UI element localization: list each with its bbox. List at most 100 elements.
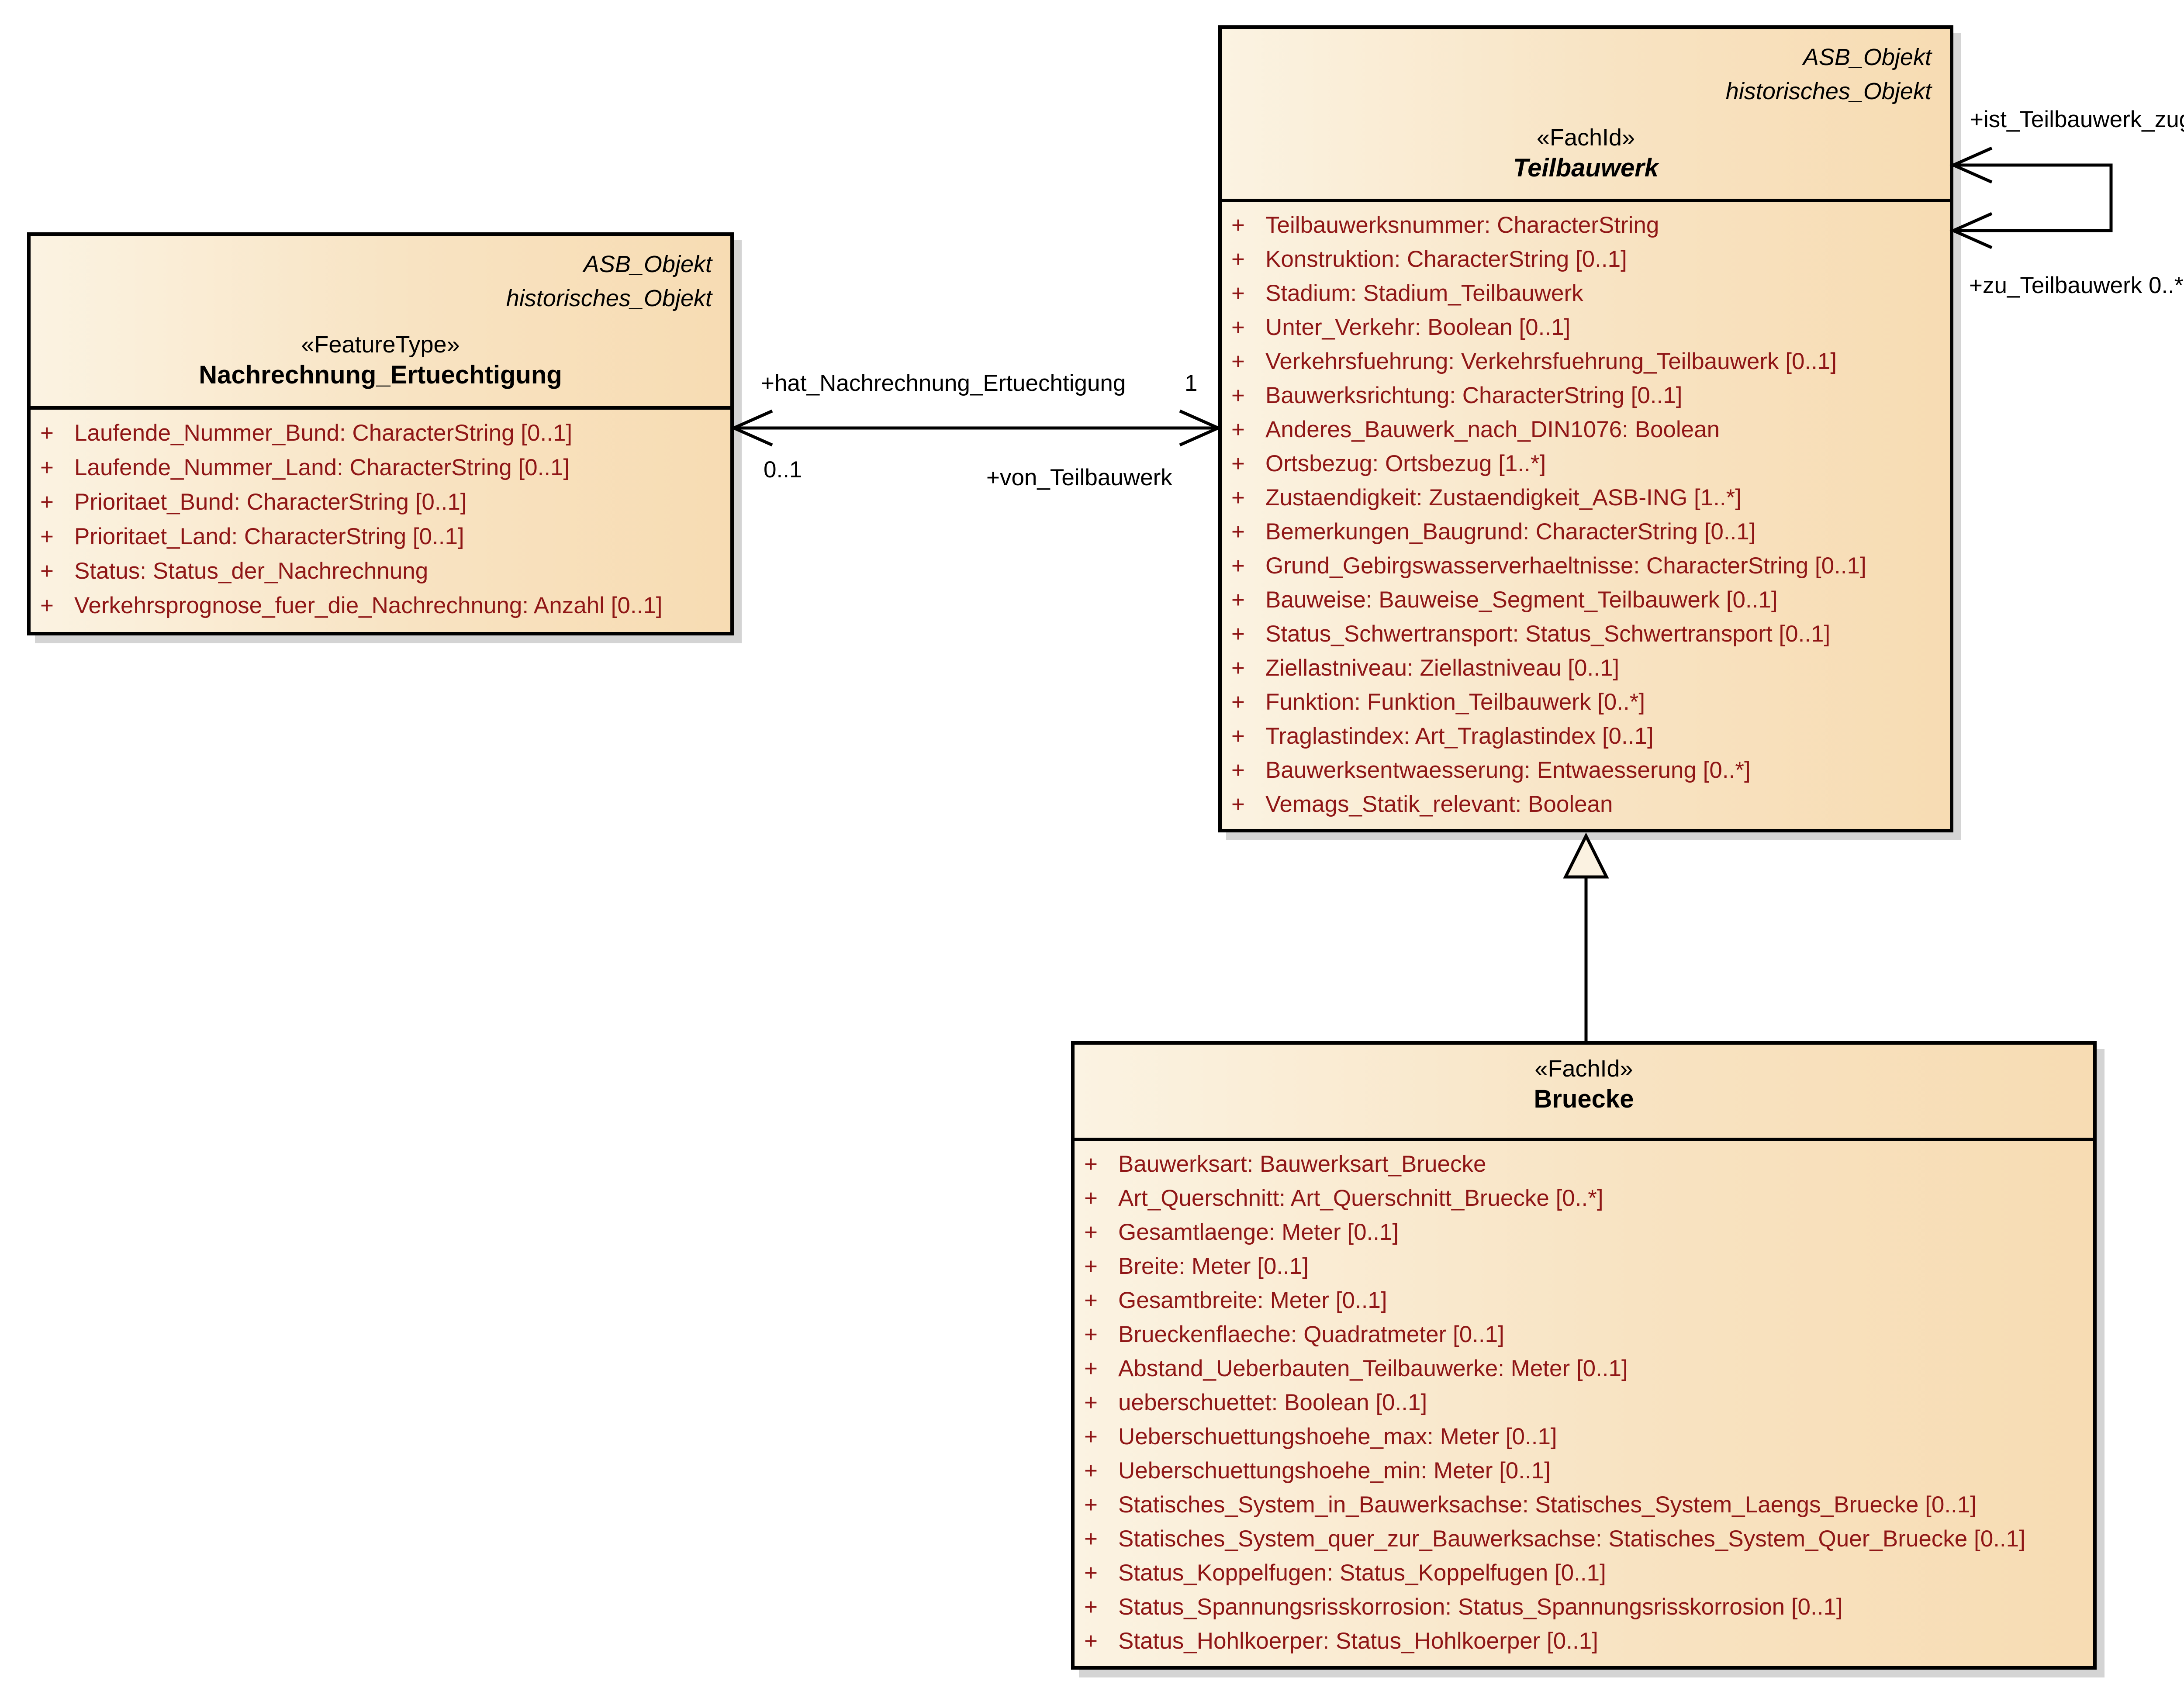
attribute-text: Bauwerksrichtung: CharacterString [0..1] — [1265, 383, 1683, 408]
tagged-value: ASB_Objekt — [583, 251, 712, 277]
stereotype-label: «FachId» — [1536, 124, 1635, 151]
attribute-text: Status: Status_der_Nachrechnung — [74, 558, 429, 584]
open-arrowhead-left — [734, 411, 772, 445]
attribute-text: Status_Schwertransport: Status_Schwertra… — [1265, 621, 1831, 647]
open-arrowhead-top — [1953, 148, 1992, 182]
attribute-text: Ziellastniveau: Ziellastniveau [0..1] — [1265, 655, 1620, 681]
attribute-text: Statisches_System_quer_zur_Bauwerksachse… — [1118, 1526, 2025, 1552]
visibility-marker: + — [1084, 1390, 1098, 1415]
visibility-marker: + — [1084, 1185, 1098, 1211]
attribute-row: + Ziellastniveau: Ziellastniveau [0..1] — [1222, 651, 1950, 685]
attribute-row: + Statisches_System_in_Bauwerksachse: St… — [1075, 1488, 2093, 1522]
visibility-marker: + — [1231, 314, 1245, 340]
attribute-text: Status_Hohlkoerper: Status_Hohlkoerper [… — [1118, 1628, 1598, 1654]
visibility-marker: + — [40, 455, 54, 480]
attribute-text: Zustaendigkeit: Zustaendigkeit_ASB-ING [… — [1265, 485, 1742, 511]
visibility-marker: + — [1084, 1287, 1098, 1313]
class-header: «FachId» Bruecke — [1075, 1045, 2093, 1138]
assoc-target-multiplicity-label: 1 — [1185, 370, 1198, 396]
attribute-row: + Funktion: Funktion_Teilbauwerk [0..*] — [1222, 685, 1950, 719]
tagged-value: historisches_Objekt — [506, 285, 712, 311]
visibility-marker: + — [1231, 757, 1245, 783]
attribute-text: Prioritaet_Land: CharacterString [0..1] — [74, 524, 464, 549]
visibility-marker: + — [1084, 1526, 1098, 1552]
attribute-text: Breite: Meter [0..1] — [1118, 1253, 1309, 1279]
attribute-text: Laufende_Nummer_Bund: CharacterString [0… — [74, 420, 573, 446]
assoc-source-multiplicity-label: 0..1 — [764, 457, 802, 483]
visibility-marker: + — [1231, 587, 1245, 613]
stereotype-label: «FachId» — [1534, 1056, 1633, 1082]
tagged-value: ASB_Objekt — [1803, 44, 1932, 70]
attribute-row: + Bemerkungen_Baugrund: CharacterString … — [1222, 515, 1950, 549]
attribute-text: Funktion: Funktion_Teilbauwerk [0..*] — [1265, 689, 1645, 715]
visibility-marker: + — [1231, 417, 1245, 442]
attribute-row: + Status_Koppelfugen: Status_Koppelfugen… — [1075, 1556, 2093, 1590]
stereotype-label: «FeatureType» — [301, 331, 460, 358]
attribute-text: Gesamtbreite: Meter [0..1] — [1118, 1287, 1387, 1313]
attribute-text: Ueberschuettungshoehe_max: Meter [0..1] — [1118, 1424, 1557, 1450]
attribute-row: + ueberschuettet: Boolean [0..1] — [1075, 1386, 2093, 1420]
visibility-marker: + — [1231, 246, 1245, 272]
attribute-row: + Status: Status_der_Nachrechnung — [31, 554, 730, 588]
attribute-row: + Art_Querschnitt: Art_Querschnitt_Bruec… — [1075, 1181, 2093, 1215]
attribute-compartment: + Bauwerksart: Bauwerksart_Bruecke + Art… — [1075, 1138, 2093, 1658]
attribute-text: Traglastindex: Art_Traglastindex [0..1] — [1265, 723, 1654, 749]
visibility-marker: + — [1084, 1424, 1098, 1450]
visibility-marker: + — [1231, 280, 1245, 306]
attribute-row: + Grund_Gebirgswasserverhaeltnisse: Char… — [1222, 549, 1950, 583]
attribute-text: Verkehrsprognose_fuer_die_Nachrechnung: … — [74, 593, 663, 618]
visibility-marker: + — [1084, 1492, 1098, 1518]
attribute-text: Konstruktion: CharacterString [0..1] — [1265, 246, 1627, 272]
association-nachrechnung-teilbauwerk — [734, 411, 1218, 445]
class-name: Bruecke — [1534, 1085, 1634, 1113]
attribute-text: Bauwerksart: Bauwerksart_Bruecke — [1118, 1151, 1486, 1177]
attribute-row: + Bauwerksrichtung: CharacterString [0..… — [1222, 379, 1950, 413]
open-arrowhead-bottom — [1953, 214, 1992, 248]
class-header: ASB_Objekt historisches_Objekt «FachId» … — [1222, 29, 1950, 199]
visibility-marker: + — [1084, 1253, 1098, 1279]
visibility-marker: + — [1231, 621, 1245, 647]
attribute-row: + Prioritaet_Land: CharacterString [0..1… — [31, 519, 730, 554]
visibility-marker: + — [1231, 689, 1245, 715]
attribute-row: + Ueberschuettungshoehe_max: Meter [0..1… — [1075, 1420, 2093, 1454]
visibility-marker: + — [1231, 212, 1245, 238]
attribute-row: + Laufende_Nummer_Bund: CharacterString … — [31, 416, 730, 450]
attribute-row: + Status_Hohlkoerper: Status_Hohlkoerper… — [1075, 1624, 2093, 1658]
attribute-text: ueberschuettet: Boolean [0..1] — [1118, 1390, 1427, 1415]
attribute-text: Status_Spannungsrisskorrosion: Status_Sp… — [1118, 1594, 1843, 1620]
visibility-marker: + — [1084, 1594, 1098, 1620]
attribute-row: + Verkehrsfuehrung: Verkehrsfuehrung_Tei… — [1222, 345, 1950, 379]
attribute-row: + Vemags_Statik_relevant: Boolean — [1222, 787, 1950, 821]
visibility-marker: + — [40, 420, 54, 446]
attribute-text: Art_Querschnitt: Art_Querschnitt_Bruecke… — [1118, 1185, 1603, 1211]
class-nachrechnung-ertuechtigung[interactable]: ASB_Objekt historisches_Objekt «FeatureT… — [27, 232, 734, 635]
attribute-row: + Gesamtlaenge: Meter [0..1] — [1075, 1215, 2093, 1249]
self-assoc-source-role-label: +zu_Teilbauwerk 0..* — [1969, 273, 2184, 298]
attribute-text: Ortsbezug: Ortsbezug [1..*] — [1265, 451, 1546, 476]
attribute-compartment: + Laufende_Nummer_Bund: CharacterString … — [31, 406, 730, 623]
class-name: Nachrechnung_Ertuechtigung — [199, 361, 562, 389]
attribute-row: + Brueckenflaeche: Quadratmeter [0..1] — [1075, 1318, 2093, 1352]
attribute-text: Unter_Verkehr: Boolean [0..1] — [1265, 314, 1571, 340]
class-name: Teilbauwerk — [1513, 154, 1659, 182]
visibility-marker: + — [1084, 1219, 1098, 1245]
self-association-teilbauwerk — [1953, 148, 2111, 248]
visibility-marker: + — [1231, 791, 1245, 817]
visibility-marker: + — [40, 489, 54, 515]
assoc-source-role-label: +von_Teilbauwerk — [986, 465, 1172, 490]
visibility-marker: + — [1084, 1458, 1098, 1484]
tagged-value: historisches_Objekt — [1725, 78, 1932, 104]
visibility-marker: + — [1231, 485, 1245, 511]
attribute-row: + Abstand_Ueberbauten_Teilbauwerke: Mete… — [1075, 1352, 2093, 1386]
attribute-row: + Status_Schwertransport: Status_Schwert… — [1222, 617, 1950, 651]
attribute-row: + Ueberschuettungshoehe_min: Meter [0..1… — [1075, 1454, 2093, 1488]
attribute-row: + Status_Spannungsrisskorrosion: Status_… — [1075, 1590, 2093, 1624]
class-bruecke[interactable]: «FachId» Bruecke + Bauwerksart: Bauwerks… — [1071, 1041, 2097, 1670]
attribute-compartment: + Teilbauwerksnummer: CharacterString + … — [1222, 199, 1950, 821]
open-arrowhead-right — [1180, 411, 1218, 445]
class-teilbauwerk[interactable]: ASB_Objekt historisches_Objekt «FachId» … — [1218, 25, 1953, 832]
visibility-marker: + — [1231, 349, 1245, 374]
attribute-row: + Stadium: Stadium_Teilbauwerk — [1222, 276, 1950, 311]
attribute-text: Anderes_Bauwerk_nach_DIN1076: Boolean — [1265, 417, 1720, 442]
